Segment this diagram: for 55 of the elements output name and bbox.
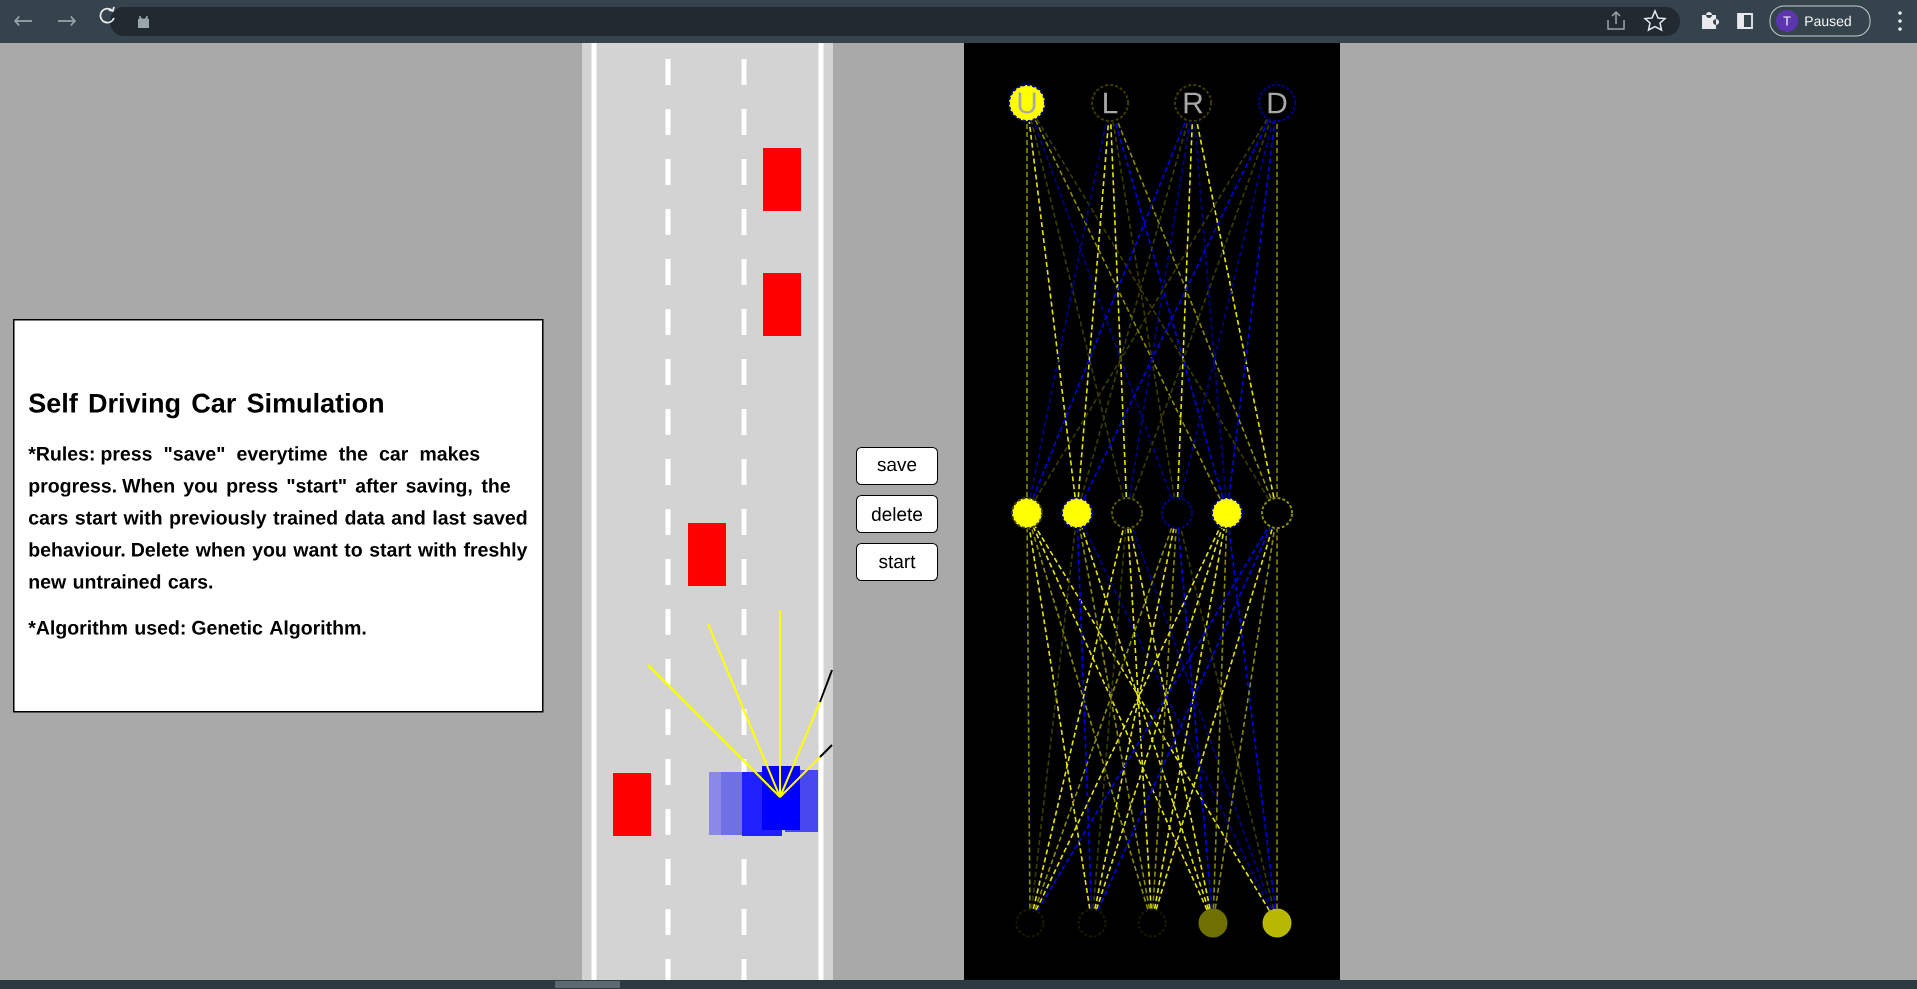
connection-line: [1030, 527, 1149, 910]
input-neuron: [1262, 908, 1292, 938]
connection-line: [1212, 528, 1228, 910]
connection-line: [1034, 527, 1173, 911]
hidden-neuron: [1261, 497, 1293, 529]
connection-line: [1034, 119, 1221, 500]
connection-line: [1228, 528, 1277, 910]
connection-line: [1032, 527, 1125, 910]
connection-line: [1026, 528, 1031, 910]
output-neuron: D: [1258, 84, 1296, 122]
connection-line: [1176, 121, 1194, 498]
connection-line: [1180, 120, 1274, 499]
input-neuron: [1198, 908, 1228, 938]
input-neuron: [1137, 908, 1167, 938]
connection-line: [1131, 527, 1273, 911]
connection-line: [1153, 527, 1225, 910]
connection-line: [1128, 120, 1191, 498]
input-neuron: [1015, 908, 1045, 938]
output-neuron: L: [1091, 84, 1129, 122]
status-text: Paused: [1805, 15, 1851, 27]
connection-line: [1155, 527, 1274, 910]
input-neuron: [1077, 908, 1107, 938]
connection-line: [1114, 120, 1224, 499]
output-neuron: U: [1008, 84, 1046, 122]
connection-line: [1094, 527, 1175, 910]
connection-line: [1152, 528, 1177, 910]
connection-line: [1127, 528, 1152, 910]
connection-line: [1228, 121, 1276, 498]
output-neuron: R: [1174, 84, 1212, 122]
connection-line: [1080, 120, 1189, 499]
hidden-neuron: [1111, 497, 1143, 529]
button: delete: [856, 495, 938, 533]
connection-line: [1276, 528, 1278, 910]
hidden-neuron: [1161, 497, 1193, 529]
connection-line: [1129, 527, 1211, 910]
hidden-neuron: [1011, 497, 1043, 529]
connection-line: [1079, 527, 1151, 910]
connection-line: [1095, 527, 1223, 911]
hidden-neuron: [1061, 497, 1093, 529]
connection-line: [1030, 528, 1076, 910]
connection-line: [1112, 120, 1176, 499]
button: save: [856, 447, 938, 485]
button: start: [856, 543, 938, 581]
connection-line: [1026, 121, 1028, 498]
connection-line: [1083, 119, 1270, 500]
connection-line: [1030, 120, 1124, 499]
hidden-neuron: [1211, 497, 1243, 529]
connection-line: [1081, 527, 1210, 911]
connection-line: [1110, 121, 1128, 498]
connection-line: [1276, 121, 1278, 498]
text-panel: Self Driving Car Simulation *Rules: press "save" everytime the car makes progress. When you press "start" after saving, the cars start with previously trained data and last saved behaviour. Delete when you want to start with freshly new untrained cars. *Algorithm used: Genetic Algorithm.: [13, 319, 544, 713]
connection-line: [1092, 528, 1127, 910]
connection-line: [1177, 528, 1213, 910]
connection-line: [1028, 121, 1076, 498]
connection-line: [1076, 528, 1093, 910]
